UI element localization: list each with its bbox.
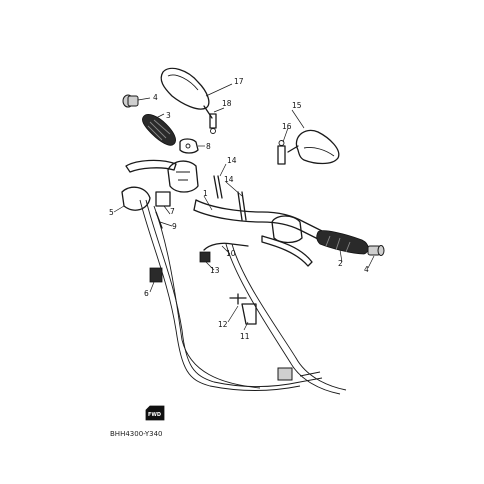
- callout-18: 18: [222, 99, 232, 108]
- lever-holder: [179, 138, 199, 154]
- forward-direction-arrow: FWD: [145, 405, 165, 421]
- callout-9: 9: [172, 222, 177, 231]
- callout-13: 13: [210, 266, 220, 275]
- wire-clamp: [149, 267, 163, 283]
- callout-7: 7: [170, 207, 175, 216]
- callout-2: 2: [338, 259, 343, 268]
- left-grip-end: [122, 94, 139, 108]
- right-grip-end: [367, 245, 385, 256]
- callout-12: 12: [218, 320, 228, 329]
- cables: [139, 199, 347, 395]
- callout-11: 11: [240, 332, 250, 341]
- callout-8: 8: [206, 142, 211, 151]
- fwd-label: FWD: [148, 412, 161, 418]
- callout-4-left: 4: [153, 93, 158, 102]
- left-mirror: [160, 67, 213, 119]
- cable-adjuster: [229, 293, 257, 325]
- callout-1: 1: [203, 189, 208, 198]
- right-mirror-stem: [277, 140, 286, 165]
- throttle-cable-housing: [199, 242, 249, 263]
- callout-labels: 17 18 15 16 4 3 8 14 14 1 5 7 9 10 13 6 …: [109, 77, 369, 341]
- leader-lines: [113, 83, 375, 331]
- callout-14-lower: 14: [224, 175, 234, 184]
- diagram-code: BHH4300-Y340: [110, 430, 162, 438]
- right-lever: [261, 235, 313, 267]
- left-lever: [125, 159, 177, 173]
- callout-15: 15: [292, 101, 302, 110]
- callout-5: 5: [109, 208, 114, 217]
- cable-guides: [213, 175, 247, 221]
- left-mirror-stem: [209, 113, 217, 134]
- callout-14-upper: 14: [227, 156, 237, 165]
- left-grip: [142, 114, 176, 146]
- callout-16: 16: [282, 122, 292, 131]
- callout-17: 17: [234, 77, 244, 86]
- right-mirror: [287, 129, 340, 165]
- callout-4-right: 4: [364, 265, 369, 274]
- handlebar: [193, 199, 325, 241]
- callout-6: 6: [144, 289, 149, 298]
- callout-10: 10: [226, 249, 236, 258]
- callout-3: 3: [166, 111, 171, 120]
- throttle-grip: [316, 230, 369, 255]
- left-switch-block: [167, 160, 199, 193]
